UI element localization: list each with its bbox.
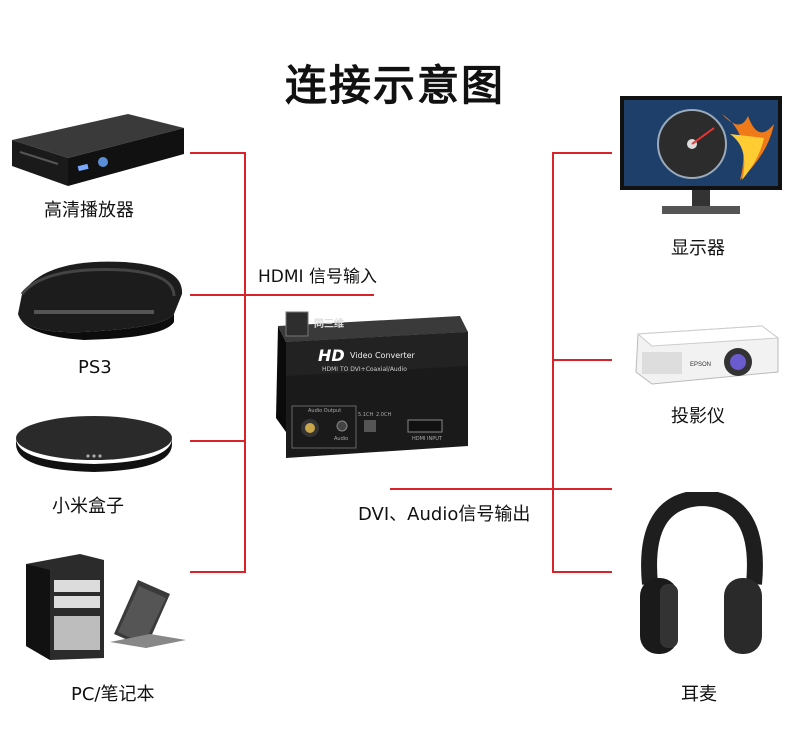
device-label: 投影仪 [671, 406, 725, 427]
left-branch-line [190, 571, 246, 573]
input-connection-line [190, 294, 374, 296]
input-signal-label: HDMI 信号输入 [258, 267, 377, 287]
converter-model: Video Converter [350, 351, 415, 360]
audio-port-label: Audio [334, 436, 349, 442]
media-player-icon [8, 110, 184, 194]
device-label: PS3 [78, 357, 112, 378]
device-label: PC/笔记本 [71, 684, 155, 705]
mi-box-icon [14, 404, 174, 478]
switch-right-label: 2.0CH [376, 412, 392, 418]
right-bus-line [552, 152, 554, 573]
switch-left-label: 5.1CH [358, 412, 374, 418]
converter-hd-logo: HD [318, 346, 345, 365]
output-connection-line [390, 488, 612, 490]
device-label: 显示器 [671, 238, 725, 259]
hdmi-input-port-label: HDMI INPUT [412, 436, 442, 442]
monitor-icon [618, 94, 784, 224]
converter-subtitle: HDMI TO DVI+Coaxial/Audio [322, 366, 407, 373]
svg-text:EPSON: EPSON [690, 362, 711, 368]
right-branch-line [552, 152, 612, 154]
converter-brand: 同三维 [314, 319, 344, 330]
left-bus-line [244, 152, 246, 573]
device-label: 耳麦 [681, 684, 717, 705]
headphones-icon [636, 489, 766, 666]
left-branch-line [190, 440, 246, 442]
page-title: 连接示意图 [284, 61, 505, 110]
pc-laptop-icon [20, 550, 190, 666]
audio-output-port-label: Audio Output [308, 408, 342, 414]
output-signal-label: DVI、Audio信号输出 [358, 504, 531, 525]
right-branch-line [552, 359, 612, 361]
device-label: 小米盒子 [52, 496, 124, 517]
left-branch-line [190, 152, 246, 154]
projector-icon: EPSON [632, 322, 780, 392]
ps3-console-icon [14, 254, 190, 354]
device-label: 高清播放器 [44, 200, 134, 221]
right-branch-line [552, 571, 612, 573]
hd-video-converter: 同三维 HD Video Converter HDMI TO DVI+Coaxi… [272, 306, 472, 478]
